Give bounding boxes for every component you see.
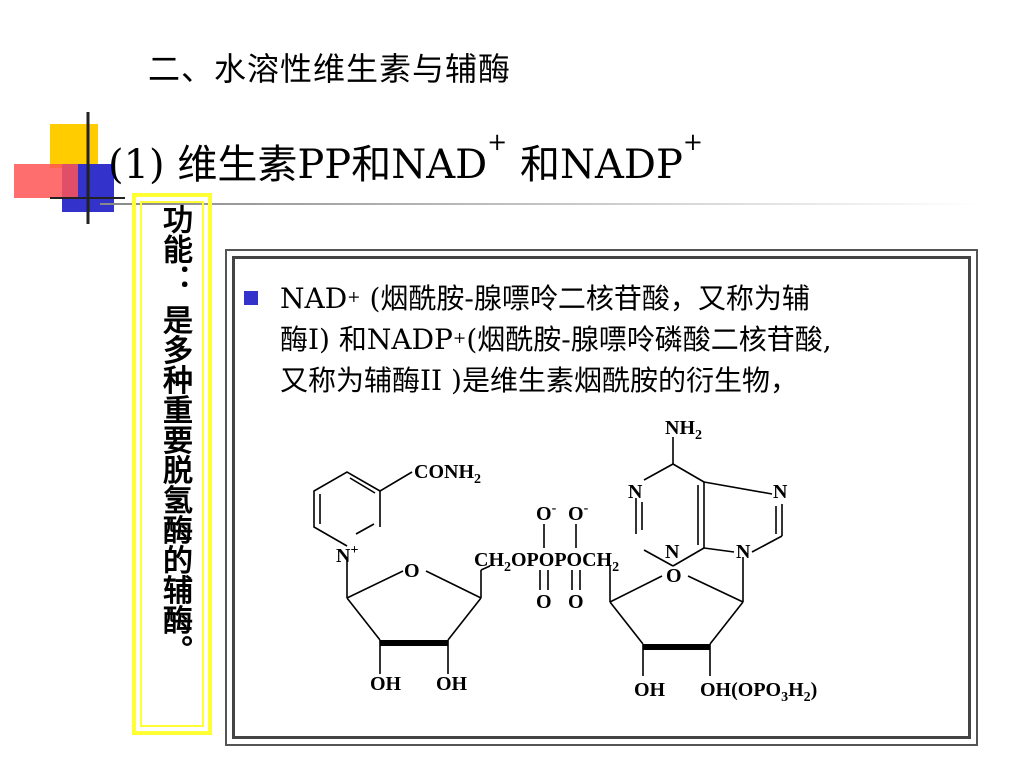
decorative-squares (14, 112, 125, 224)
label-oh-phosphate: OH(OPO3H2) (700, 679, 817, 705)
title-plus-1: + (487, 128, 508, 156)
description-paragraph: NAD+ (烟酰胺-腺嘌呤二核苷酸，又称为辅 酶I) 和NADP+(烟酰胺-腺嘌… (280, 278, 970, 401)
label-o-minus-1: O- (536, 501, 557, 525)
label-purine-n3: N (665, 541, 680, 563)
label-oh-1: OH (370, 673, 402, 695)
para-line-1: NAD+ (烟酰胺-腺嘌呤二核苷酸，又称为辅 (280, 282, 810, 315)
content-frame (225, 249, 978, 746)
para-line-3: 又称为辅酶II )是维生素烟酰胺的衍生物， (280, 364, 798, 397)
label-oh-3: OH (634, 679, 666, 701)
label-o-double-2: O (568, 591, 584, 613)
sidebar-function-text: 功能： 是多种重要脱氢酶的辅酶。 (157, 204, 192, 665)
bullet-square-icon (244, 291, 258, 305)
para-line-2: 酶I) 和NADP+(烟酰胺-腺嘌呤磷酸二核苷酸, (280, 323, 832, 356)
label-purine-n7: N (773, 481, 788, 503)
label-conh2: CONH2 (414, 461, 481, 487)
label-phosphate-chain: CH2OPOPOCH2 (474, 549, 619, 575)
title-plus-2: + (682, 128, 703, 156)
label-oh-2: OH (436, 673, 468, 695)
title-text-main: (1) 维生素PP和NAD (108, 142, 488, 188)
label-o-minus-2: O- (568, 501, 589, 525)
label-ribose-o-right: O (666, 565, 682, 587)
label-purine-n1: N (628, 481, 643, 503)
nad-structure-diagram: NH2 CONH2 N+ O CH2OPOPOCH2 O- O- O O N N… (313, 417, 817, 705)
label-o-double-1: O (536, 591, 552, 613)
slide-title: (1) 维生素PP和NAD+ 和NADP+ (108, 128, 703, 190)
label-ribose-o-left: O (404, 560, 420, 582)
title-text-mid: 和NADP (507, 142, 683, 188)
label-purine-n9: N (736, 541, 751, 563)
section-heading: 二、水溶性维生素与辅酶 (148, 50, 512, 88)
label-nh2: NH2 (665, 417, 702, 443)
label-n-plus: N+ (336, 543, 358, 567)
sidebar-frame (132, 193, 212, 735)
